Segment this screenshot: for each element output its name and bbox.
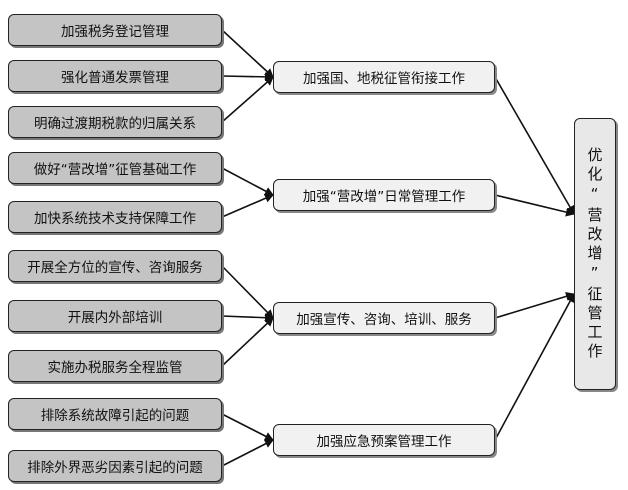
connector-arrow <box>494 292 575 319</box>
middle-item-label: 加强宣传、咨询、培训、服务 <box>296 312 472 328</box>
left-item-tax-registration: 加强税务登记管理 <box>8 14 222 46</box>
connector-arrow <box>221 317 274 367</box>
middle-item-emergency-plan: 加强应急预案管理工作 <box>273 424 495 456</box>
left-item-training: 开展内外部培训 <box>8 300 222 332</box>
connector-arrow <box>221 313 274 323</box>
left-item-label: 排除系统故障引起的问题 <box>40 408 190 424</box>
connector-arrow <box>221 265 274 319</box>
left-item-label: 做好“营改增”征管基础工作 <box>33 162 197 178</box>
middle-item-label: 加强应急预案管理工作 <box>316 434 452 450</box>
connector-arrow <box>221 76 274 123</box>
goal-label: 优化“营改增”征管工作 <box>585 146 604 362</box>
middle-item-label: 加强国、地税征管衔接工作 <box>303 71 465 87</box>
left-item-label: 明确过渡期税款的归属关系 <box>34 116 196 132</box>
left-item-tech-support: 加快系统技术支持保障工作 <box>8 201 222 233</box>
middle-item-collection-linkage: 加强国、地税征管衔接工作 <box>273 61 495 93</box>
connector-arrow <box>221 413 274 441</box>
connector-arrow <box>494 194 575 217</box>
left-item-label: 开展全方位的宣传、咨询服务 <box>27 260 203 276</box>
connector-arrow <box>221 167 274 196</box>
left-item-label: 排除外界恶劣因素引起的问题 <box>27 460 203 476</box>
left-item-label: 加快系统技术支持保障工作 <box>34 211 196 227</box>
middle-item-label: 加强“营改增”日常管理工作 <box>302 189 466 205</box>
connector-arrow <box>494 293 575 441</box>
goal-box: 优化“营改增”征管工作 <box>574 118 616 390</box>
left-item-tax-attribution: 明确过渡期税款的归属关系 <box>8 106 222 138</box>
connector-arrow <box>221 194 274 218</box>
middle-item-daily-management: 加强“营改增”日常管理工作 <box>273 179 495 211</box>
connector-arrow <box>221 72 274 82</box>
left-item-publicity-consulting: 开展全方位的宣传、咨询服务 <box>8 250 222 282</box>
connector-arrow <box>494 76 575 215</box>
connector-arrow <box>221 29 274 78</box>
left-item-label: 强化普通发票管理 <box>61 70 169 86</box>
middle-item-publicity-training-service: 加强宣传、咨询、培训、服务 <box>273 302 495 334</box>
left-item-basic-work: 做好“营改增”征管基础工作 <box>8 152 222 184</box>
left-item-invoice-management: 强化普通发票管理 <box>8 60 222 92</box>
left-item-label: 实施办税服务全程监管 <box>47 360 183 376</box>
left-item-system-failure: 排除系统故障引起的问题 <box>8 398 222 430</box>
left-item-label: 开展内外部培训 <box>67 310 163 326</box>
left-item-external-factors: 排除外界恶劣因素引起的问题 <box>8 450 222 482</box>
left-item-label: 加强税务登记管理 <box>61 24 169 40</box>
left-item-service-supervision: 实施办税服务全程监管 <box>8 350 222 382</box>
connector-arrow <box>221 439 274 467</box>
